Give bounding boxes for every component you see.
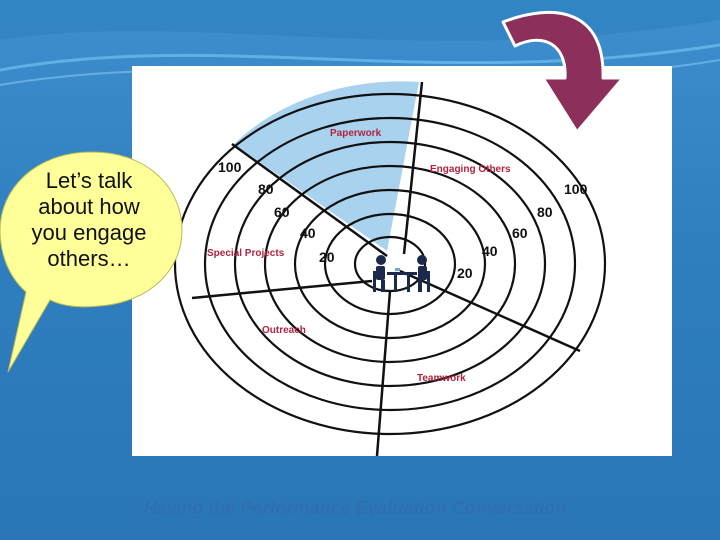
scale-right-100: 100 [564,181,588,197]
bubble-line: others… [47,246,131,271]
curved-arrow-icon [501,10,625,134]
scale-right-40: 40 [482,243,498,259]
segment-label-special-projects: Special Projects [207,248,285,259]
segment-label-engaging-others: Engaging Others [430,164,511,175]
speech-bubble [0,151,183,373]
scale-right-60: 60 [512,225,528,241]
target-diagram: Paperwork Engaging Others Special Projec… [173,81,607,456]
speech-bubble-text: Let’s talk about how you engage others… [14,168,164,272]
paperwork-sector-highlight [234,81,419,251]
bubble-line: about how [38,194,140,219]
two-people-meeting-icon [373,255,430,292]
bubble-line: Let’s talk [45,168,133,193]
concentric-rings [173,92,607,436]
scale-right-20: 20 [457,265,473,281]
scale-left-100: 100 [218,159,242,175]
scale-left-40: 40 [300,225,316,241]
diagram-panel: Paperwork Engaging Others Special Projec… [132,66,672,456]
bubble-line: you engage [31,220,147,245]
scale-left-20: 20 [319,249,335,265]
segment-label-paperwork: Paperwork [330,128,382,139]
segment-label-teamwork: Teamwork [417,373,466,384]
scale-left-60: 60 [274,204,290,220]
footer-title: Having the Performance Evaluation Conver… [143,498,567,518]
scale-left-80: 80 [258,181,274,197]
segment-label-outreach: Outreach [262,325,306,336]
scale-right-80: 80 [537,204,553,220]
